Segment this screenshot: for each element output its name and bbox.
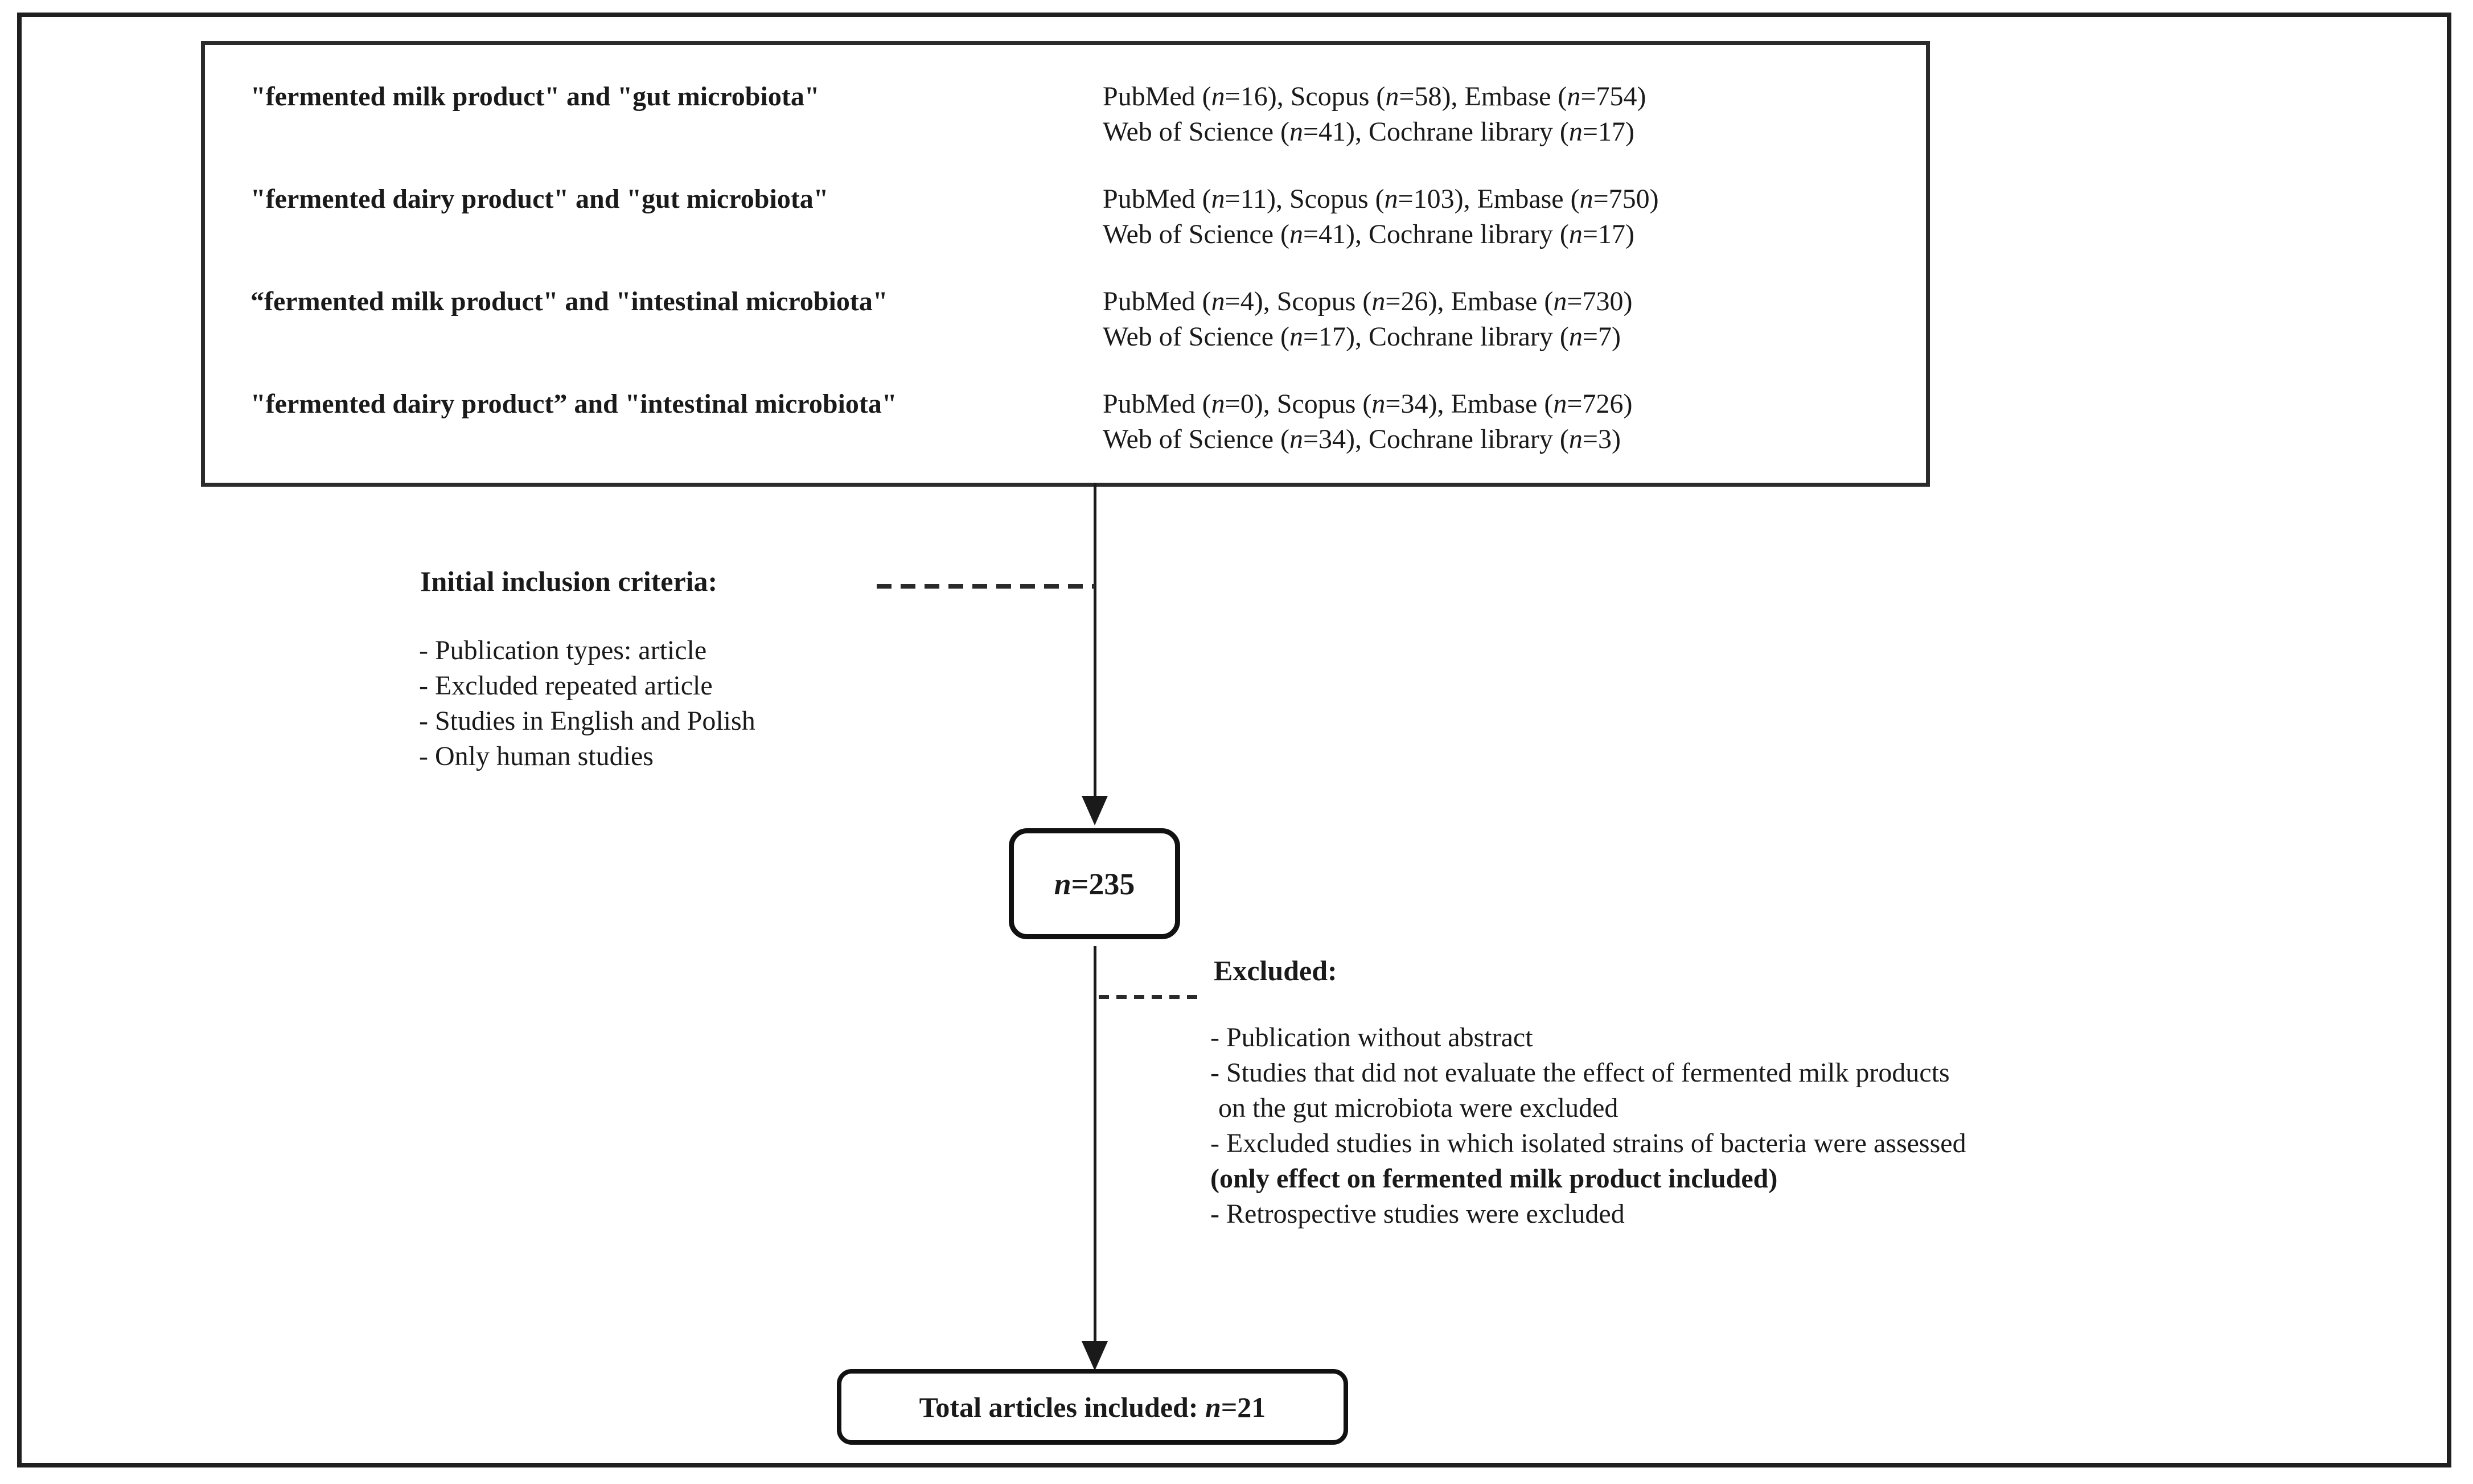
database-counts-line2: Web of Science (n=34), Cochrane library … — [1103, 424, 1621, 454]
database-counts-line1: PubMed (n=16), Scopus (n=58), Embase (n=… — [1103, 81, 1646, 112]
excluded-item: - Publication without abstract — [1210, 1022, 1533, 1053]
search-row: "fermented dairy product” and "intestina… — [205, 387, 1926, 489]
database-counts-line2: Web of Science (n=41), Cochrane library … — [1103, 117, 1634, 147]
search-row: "fermented milk product" and "gut microb… — [205, 79, 1926, 182]
total-included-box: Total articles included: n=21 — [837, 1369, 1348, 1445]
excluded-heading: Excluded: — [1214, 955, 1337, 986]
search-query: "fermented milk product" and "gut microb… — [250, 81, 820, 112]
search-row: "fermented dairy product" and "gut micro… — [205, 182, 1926, 284]
count-box-n235: n=235 — [1009, 828, 1180, 939]
search-results-box: "fermented milk product" and "gut microb… — [201, 41, 1930, 487]
search-row: “fermented milk product" and "intestinal… — [205, 284, 1926, 387]
excluded-item: - Excluded studies in which isolated str… — [1210, 1128, 1966, 1158]
excluded-item-bold: (only effect on fermented milk product i… — [1210, 1164, 1778, 1194]
database-counts: PubMed (n=4), Scopus (n=26), Embase (n=7… — [1103, 284, 1632, 355]
dashed-connector-inclusion — [877, 584, 1095, 589]
arrowhead-down-icon — [1082, 1341, 1108, 1371]
excluded-item: - Retrospective studies were excluded — [1210, 1199, 1625, 1229]
excluded-item: - Studies that did not evaluate the effe… — [1210, 1058, 1950, 1088]
outer-border — [17, 13, 2451, 1467]
database-counts-line1: PubMed (n=11), Scopus (n=103), Embase (n… — [1103, 184, 1659, 214]
database-counts: PubMed (n=0), Scopus (n=34), Embase (n=7… — [1103, 387, 1632, 457]
inclusion-item: - Excluded repeated article — [419, 671, 713, 701]
database-counts-line1: PubMed (n=4), Scopus (n=26), Embase (n=7… — [1103, 286, 1633, 316]
count-box-label: n=235 — [1054, 866, 1135, 901]
inclusion-criteria-heading: Initial inclusion criteria: — [420, 565, 718, 597]
database-counts-line2: Web of Science (n=41), Cochrane library … — [1103, 219, 1634, 249]
flow-line-2 — [1094, 946, 1096, 1343]
search-query: “fermented milk product" and "intestinal… — [250, 286, 888, 316]
inclusion-item: - Only human studies — [419, 741, 654, 771]
total-included-label: Total articles included: n=21 — [919, 1391, 1266, 1423]
inclusion-item: - Publication types: article — [419, 635, 707, 665]
database-counts-line2: Web of Science (n=17), Cochrane library … — [1103, 322, 1621, 352]
database-counts-line1: PubMed (n=0), Scopus (n=34), Embase (n=7… — [1103, 389, 1633, 419]
flow-line-1 — [1094, 483, 1096, 799]
arrowhead-down-icon — [1082, 796, 1108, 825]
search-query: "fermented dairy product" and "gut micro… — [250, 184, 829, 214]
inclusion-item: - Studies in English and Polish — [419, 706, 755, 736]
excluded-item-continuation: on the gut microbiota were excluded — [1218, 1093, 1618, 1123]
excluded-list: - Publication without abstract - Studies… — [1210, 1020, 1966, 1232]
dashed-connector-exclusion — [1099, 995, 1205, 999]
database-counts: PubMed (n=11), Scopus (n=103), Embase (n… — [1103, 182, 1659, 252]
search-query: "fermented dairy product” and "intestina… — [250, 389, 897, 419]
database-counts: PubMed (n=16), Scopus (n=58), Embase (n=… — [1103, 79, 1646, 150]
inclusion-criteria-list: - Publication types: article - Excluded … — [419, 633, 755, 774]
